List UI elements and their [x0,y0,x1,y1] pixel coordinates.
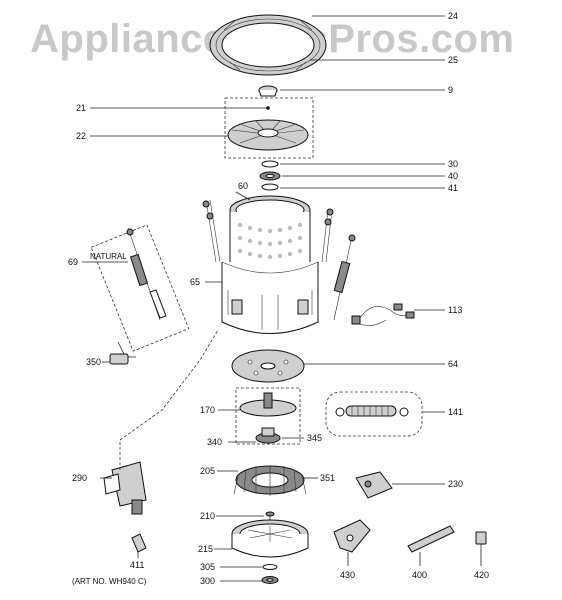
part-305-300-nut-washer [261,564,279,584]
callout-113: 113 [448,305,462,315]
callout-400: 400 [412,570,427,580]
callout-25: 25 [448,55,458,65]
part-69-suspension-rod [126,227,167,321]
part-215-rotor [231,519,309,558]
rod-right [333,234,356,321]
callout-170: 170 [200,405,215,415]
callout-21: 21 [76,103,86,113]
callout-9: 9 [448,85,453,95]
callout-340: 340 [207,437,222,447]
callout-351: 351 [320,473,335,483]
part-205-stator [233,465,307,496]
callout-215: 215 [198,544,213,554]
part-411-clip [131,533,147,558]
callout-24: 24 [448,11,458,21]
part-141-hose [335,405,409,417]
callout-305: 305 [200,562,215,572]
part-210-bolt [265,511,275,522]
part-290-pump [103,461,147,515]
part-113-wire-harness [351,303,415,326]
callout-300: 300 [200,576,215,586]
part-9-cap [258,85,278,97]
callout-290: 290 [72,473,87,483]
callout-40: 40 [448,171,458,181]
part-24-25-tub-cover [209,14,327,76]
suspension-rods-on-tub [202,199,334,263]
part-230-sensor [355,471,393,499]
part-340-345-clutch [255,427,281,444]
callout-210: 210 [200,511,215,521]
callout-205: 205 [200,466,215,476]
part-65-outer-tub [221,261,319,334]
callout-350: 350 [86,357,101,367]
callout-345: 345 [307,433,322,443]
part-22-impeller [227,106,309,151]
part-420-connector [475,531,487,566]
callout-65: 65 [190,277,200,287]
callout-420: 420 [474,570,489,580]
part-350-switch [109,341,136,365]
part-60-basket [229,195,311,272]
art-number-label: (ART NO. WH940 C) [72,577,147,586]
part-400-strap [407,525,455,566]
callout-41: 41 [448,183,458,193]
callout-22: 22 [76,131,86,141]
part-430-bracket [333,519,371,566]
callout-230: 230 [448,479,463,489]
callout-60: 60 [238,181,248,191]
callout-430: 430 [340,570,355,580]
callout-69: 69 [68,257,78,267]
part-30-40-41-washers [259,160,281,191]
part-64-plate [231,349,305,383]
callout-30: 30 [448,159,458,169]
callout-411: 411 [130,560,144,570]
part-170-mount [239,392,297,417]
callout-64: 64 [448,359,458,369]
callout-141: 141 [448,407,463,417]
natural-label: NATURAL [90,252,127,261]
